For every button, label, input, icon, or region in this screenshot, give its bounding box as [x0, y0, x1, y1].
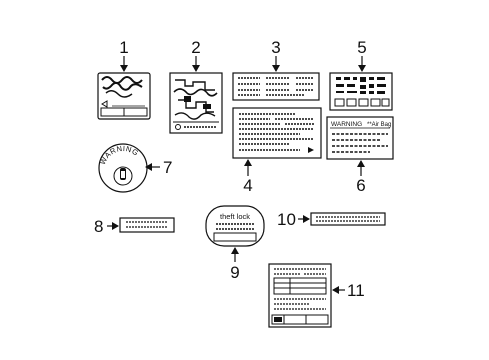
label-4 [232, 107, 322, 159]
label-2 [169, 72, 223, 134]
label-3 [232, 72, 320, 101]
theft-lock-text: theft lock [220, 212, 250, 221]
callout-leaders [107, 56, 366, 294]
callout-6: 6 [356, 176, 365, 195]
label-10 [310, 212, 386, 226]
label-7: WARNING [98, 143, 148, 193]
airbag-suffix-text: **Air Bag [367, 122, 391, 128]
callout-10: 10 [277, 210, 296, 229]
label-8 [119, 217, 175, 233]
callout-4: 4 [243, 176, 252, 195]
callout-7: 7 [163, 158, 172, 177]
label-11 [268, 263, 332, 328]
callout-5: 5 [357, 38, 366, 57]
callout-9: 9 [230, 263, 239, 282]
label-1 [97, 72, 151, 120]
callout-8: 8 [94, 217, 103, 236]
label-6: WARNING **Air Bag [326, 116, 394, 160]
label-9: theft lock [205, 205, 265, 247]
callout-3: 3 [271, 38, 280, 57]
callout-1: 1 [119, 38, 128, 57]
callout-2: 2 [191, 38, 200, 57]
airbag-warning-text: WARNING [331, 121, 362, 128]
callout-11: 11 [347, 281, 365, 300]
callout-numbers: 1 2 3 5 4 6 7 8 9 10 11 [94, 38, 367, 300]
label-5 [329, 72, 393, 111]
